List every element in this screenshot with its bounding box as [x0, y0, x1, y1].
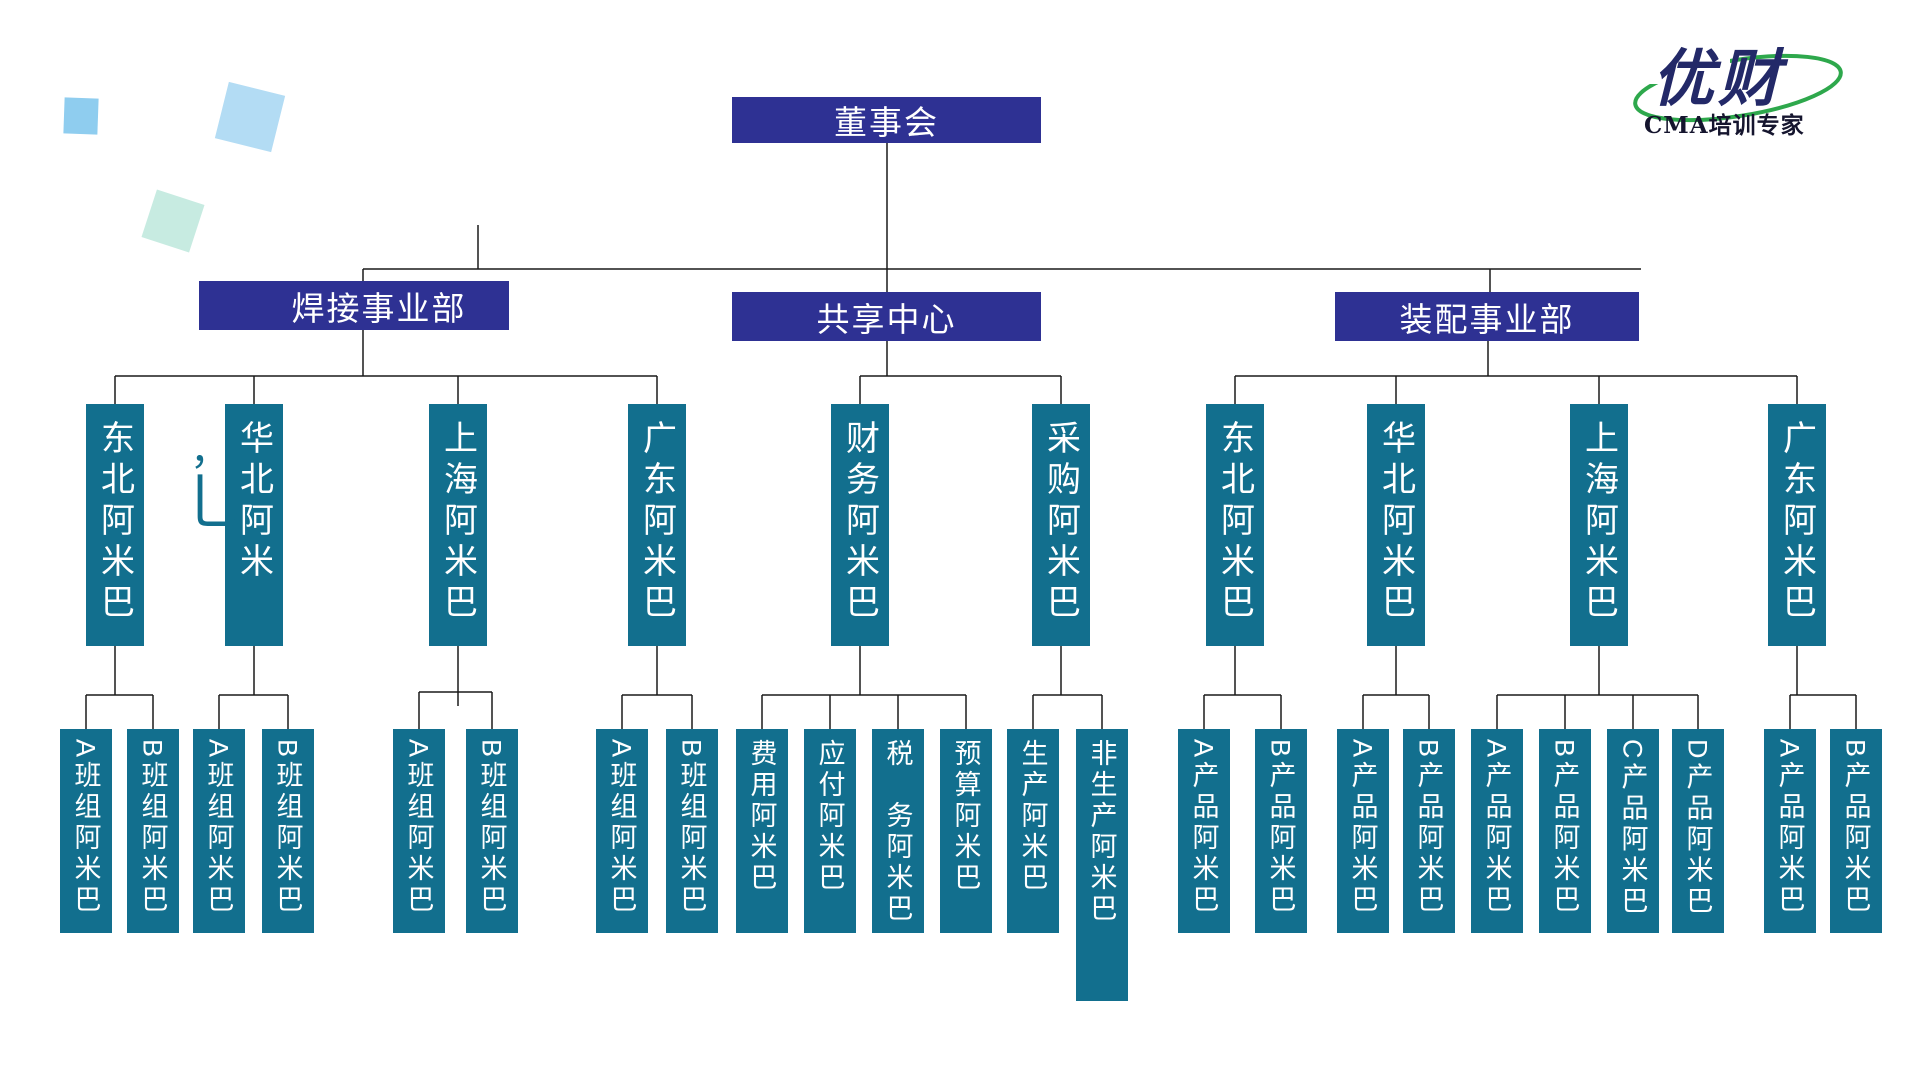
- node-team-23-label: B产品阿米巴: [1840, 739, 1871, 917]
- node-amoeba-5-label: 采购阿米巴: [1041, 420, 1080, 625]
- node-amoeba-7: 华北阿米巴: [1367, 404, 1425, 646]
- node-team-7-label: B班组阿米巴: [676, 739, 707, 917]
- node-team-9-label: 应付阿米巴: [814, 739, 845, 894]
- node-team-0-label: A班组阿米巴: [70, 739, 101, 917]
- node-amoeba-8: 上海阿米巴: [1570, 404, 1628, 646]
- node-team-11: 预算阿米巴: [940, 729, 992, 933]
- node-amoeba-9-label: 广东阿米巴: [1777, 420, 1816, 625]
- node-board: 董事会: [732, 97, 1041, 143]
- node-team-8-label: 费用阿米巴: [746, 739, 777, 894]
- node-division-0: 焊接事业部: [199, 281, 509, 330]
- node-team-17: B产品阿米巴: [1403, 729, 1455, 933]
- node-team-22: A产品阿米巴: [1764, 729, 1816, 933]
- node-team-19-label: B产品阿米巴: [1549, 739, 1580, 917]
- node-team-18-label: A产品阿米巴: [1481, 739, 1512, 917]
- logo: 优财 CMA培训专家: [1610, 26, 1870, 146]
- node-team-10-label: 税 务阿米巴: [882, 739, 913, 925]
- node-team-14-label: A产品阿米巴: [1188, 739, 1219, 917]
- node-amoeba-9: 广东阿米巴: [1768, 404, 1826, 646]
- node-amoeba-3-label: 广东阿米巴: [637, 420, 676, 625]
- node-team-15-label: B产品阿米巴: [1265, 739, 1296, 917]
- node-team-20: C产品阿米巴: [1607, 729, 1659, 933]
- node-team-23: B产品阿米巴: [1830, 729, 1882, 933]
- node-team-5-label: B班组阿米巴: [476, 739, 507, 917]
- node-amoeba-3: 广东阿米巴: [628, 404, 686, 646]
- logo-tagline: CMA培训专家: [1644, 112, 1805, 139]
- node-amoeba-7-label: 华北阿米巴: [1376, 420, 1415, 625]
- node-team-18: A产品阿米巴: [1471, 729, 1523, 933]
- node-team-8: 费用阿米巴: [736, 729, 788, 933]
- node-team-1: B班组阿米巴: [127, 729, 179, 933]
- node-amoeba-2: 上海阿米巴: [429, 404, 487, 646]
- node-amoeba-0: 东北阿米巴: [86, 404, 144, 646]
- node-team-4: A班组阿米巴: [393, 729, 445, 933]
- logo-brand-text: 优财: [1652, 42, 1785, 115]
- node-team-4-label: A班组阿米巴: [403, 739, 434, 917]
- stray-glyph-comma: ，: [190, 429, 230, 473]
- node-amoeba-4-label: 财务阿米巴: [840, 420, 879, 625]
- node-team-21: D产品阿米巴: [1672, 729, 1724, 933]
- node-team-11-label: 预算阿米巴: [950, 739, 981, 894]
- node-team-9: 应付阿米巴: [804, 729, 856, 933]
- node-team-17-label: B产品阿米巴: [1413, 739, 1444, 917]
- node-team-10: 税 务阿米巴: [872, 729, 924, 933]
- node-team-16-label: A产品阿米巴: [1347, 739, 1378, 917]
- node-team-13: 非生产阿米巴: [1076, 729, 1128, 1001]
- node-team-6: A班组阿米巴: [596, 729, 648, 933]
- node-amoeba-1-label: 华北阿米: [234, 420, 273, 584]
- node-team-12-label: 生产阿米巴: [1017, 739, 1048, 894]
- node-amoeba-0-label: 东北阿米巴: [95, 420, 134, 625]
- node-amoeba-5: 采购阿米巴: [1032, 404, 1090, 646]
- node-team-20-label: C产品阿米巴: [1617, 739, 1648, 918]
- node-team-2-label: A班组阿米巴: [203, 739, 234, 917]
- node-division-1: 共享中心: [732, 292, 1041, 341]
- node-team-0: A班组阿米巴: [60, 729, 112, 933]
- node-amoeba-1: 华北阿米: [225, 404, 283, 646]
- node-amoeba-2-label: 上海阿米巴: [438, 420, 477, 625]
- node-team-1-label: B班组阿米巴: [137, 739, 168, 917]
- node-team-15: B产品阿米巴: [1255, 729, 1307, 933]
- node-team-2: A班组阿米巴: [193, 729, 245, 933]
- node-team-3: B班组阿米巴: [262, 729, 314, 933]
- logo-swoosh-icon: [1633, 53, 1843, 123]
- node-team-19: B产品阿米巴: [1539, 729, 1591, 933]
- node-amoeba-8-label: 上海阿米巴: [1579, 420, 1618, 625]
- logo-swoosh-patch: [1620, 44, 1730, 84]
- stray-glyph-hook: 乚: [186, 469, 249, 538]
- node-team-3-label: B班组阿米巴: [272, 739, 303, 917]
- node-amoeba-6: 东北阿米巴: [1206, 404, 1264, 646]
- node-team-6-label: A班组阿米巴: [606, 739, 637, 917]
- node-team-5: B班组阿米巴: [466, 729, 518, 933]
- node-team-22-label: A产品阿米巴: [1774, 739, 1805, 917]
- node-division-2: 装配事业部: [1335, 292, 1639, 341]
- node-amoeba-6-label: 东北阿米巴: [1215, 420, 1254, 625]
- node-team-14: A产品阿米巴: [1178, 729, 1230, 933]
- node-team-13-label: 非生产阿米巴: [1086, 739, 1117, 925]
- node-team-21-label: D产品阿米巴: [1682, 739, 1713, 918]
- node-team-12: 生产阿米巴: [1007, 729, 1059, 933]
- node-team-7: B班组阿米巴: [666, 729, 718, 933]
- node-amoeba-4: 财务阿米巴: [831, 404, 889, 646]
- node-team-16: A产品阿米巴: [1337, 729, 1389, 933]
